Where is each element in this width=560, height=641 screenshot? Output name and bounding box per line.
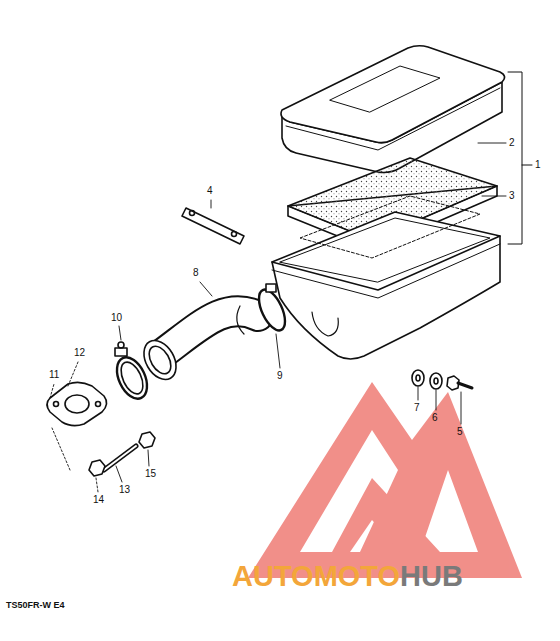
watermark-logo	[248, 382, 522, 578]
callout-number: 5	[457, 427, 463, 437]
callout-number: 3	[509, 191, 515, 201]
callout-number: 14	[93, 495, 104, 505]
callout-number: 6	[432, 413, 438, 423]
callout-number: 8	[193, 268, 199, 278]
callout-number: 2	[509, 138, 515, 148]
callout-number: 10	[111, 313, 122, 323]
callout-number: 11	[49, 370, 59, 380]
callout-number: 15	[145, 469, 156, 479]
callout-number: 12	[74, 348, 85, 358]
watermark-text: HUB	[400, 562, 463, 591]
callout-number: 4	[207, 186, 213, 196]
watermark-text: AUTOMOTO	[232, 562, 400, 591]
callout-number: 7	[414, 403, 420, 413]
callout-number: 13	[119, 485, 130, 495]
drawing-code: TS50FR-W E4	[6, 601, 65, 610]
callout-number: 1	[535, 160, 541, 170]
callout-number: 9	[277, 371, 283, 381]
